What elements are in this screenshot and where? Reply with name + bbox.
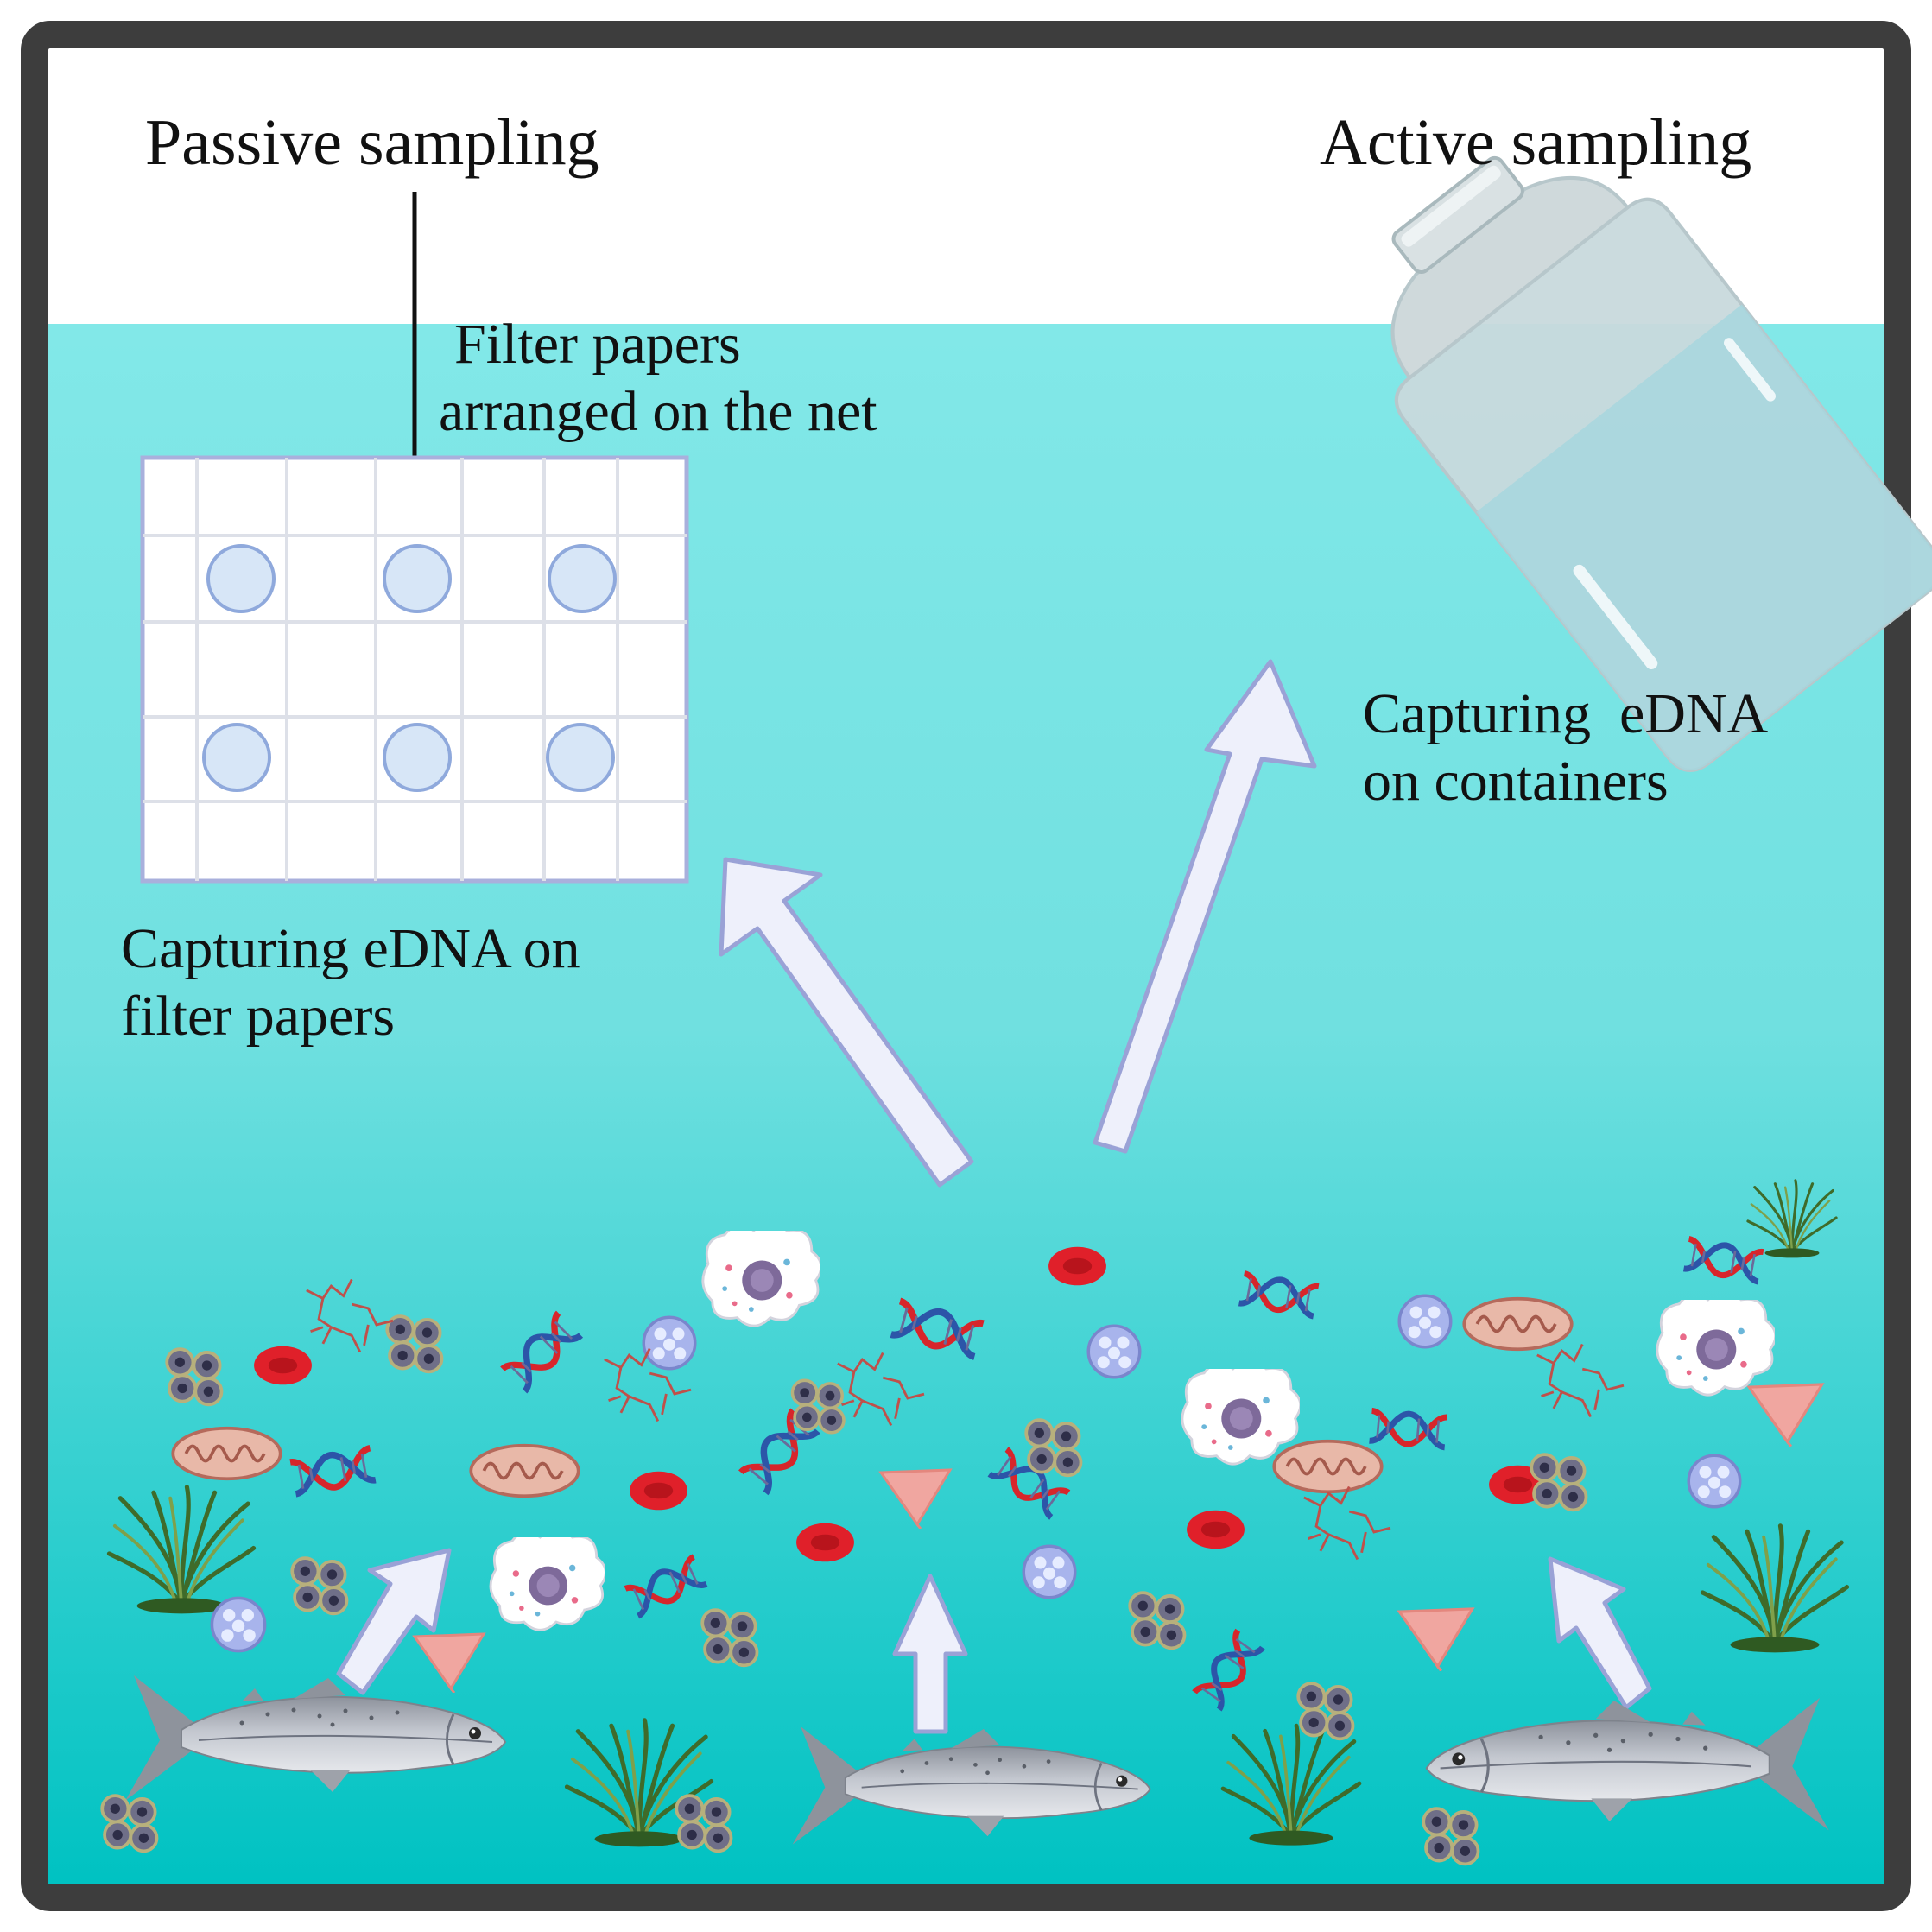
filter-disc-icon <box>206 544 276 613</box>
arrow-icon <box>1093 659 1317 1154</box>
filter-papers-label-line1: Filter papers <box>454 313 741 376</box>
vesicle-icon <box>210 1596 267 1653</box>
filter-disc-icon <box>383 544 452 613</box>
capture-filter-label: Capturing eDNA on filter papers <box>121 915 580 1050</box>
bottle-icon <box>1390 155 1932 772</box>
capture-container-label: Capturing eDNA on containers <box>1363 681 1768 815</box>
mitochondria-icon <box>469 1443 580 1498</box>
mitochondria-icon <box>1462 1296 1574 1352</box>
active-sampling-title: Active sampling <box>1320 106 1752 179</box>
vesicle-icon <box>1086 1324 1142 1379</box>
red-blood-cell-icon <box>1187 1510 1245 1549</box>
red-blood-cell-icon <box>630 1471 687 1511</box>
passive-sampling-title: Passive sampling <box>145 106 599 179</box>
vesicle-icon <box>642 1315 697 1371</box>
arrow-icon <box>892 1574 968 1734</box>
filter-net-icon <box>140 455 689 884</box>
vesicle-icon <box>1397 1294 1453 1349</box>
vesicle-icon <box>1022 1544 1077 1599</box>
filter-papers-label-line2: arranged on the net <box>439 380 877 443</box>
vesicle-icon <box>1687 1454 1742 1509</box>
capture-container-label-line2: on containers <box>1363 750 1669 813</box>
red-blood-cell-icon <box>1048 1246 1106 1286</box>
filter-disc-icon <box>548 544 617 613</box>
arrow-icon <box>719 857 974 1188</box>
filter-disc-icon <box>202 723 271 792</box>
filter-disc-icon <box>546 723 615 792</box>
mitochondria-icon <box>171 1426 282 1481</box>
mitochondria-icon <box>1272 1439 1384 1494</box>
capture-filter-label-line1: Capturing eDNA on <box>121 917 580 980</box>
red-blood-cell-icon <box>796 1523 854 1562</box>
arrow-icon <box>1548 1556 1652 1710</box>
red-blood-cell-icon <box>254 1346 312 1385</box>
capture-container-label-line1: Capturing eDNA <box>1363 682 1769 745</box>
capture-filter-label-line2: filter papers <box>121 985 396 1048</box>
filter-disc-icon <box>383 723 452 792</box>
filter-papers-label: Filter papers arranged on the net <box>439 311 877 446</box>
arrow-icon <box>336 1548 452 1695</box>
